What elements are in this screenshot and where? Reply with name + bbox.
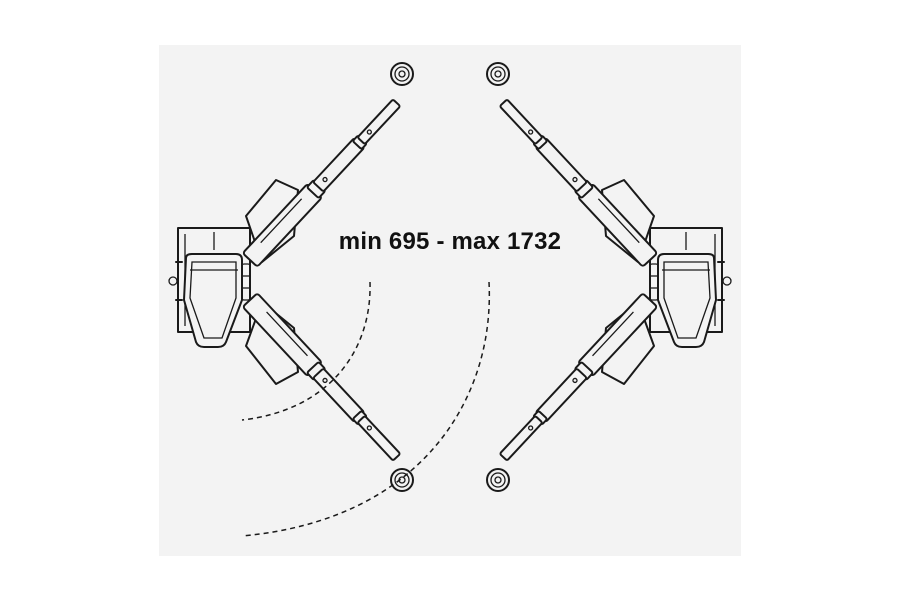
right-column xyxy=(601,179,732,385)
right-upper-pad-icon xyxy=(486,62,510,86)
left-column xyxy=(168,179,299,385)
reach-range-label: min 695 - max 1732 xyxy=(338,228,562,255)
right-lower-pad-icon xyxy=(486,468,510,492)
max-reach-arc xyxy=(241,281,491,537)
right-lower-arm xyxy=(495,292,659,466)
left-upper-pad-icon xyxy=(390,62,414,86)
left-lower-pad-icon xyxy=(390,468,414,492)
left-lower-arm xyxy=(241,292,405,466)
